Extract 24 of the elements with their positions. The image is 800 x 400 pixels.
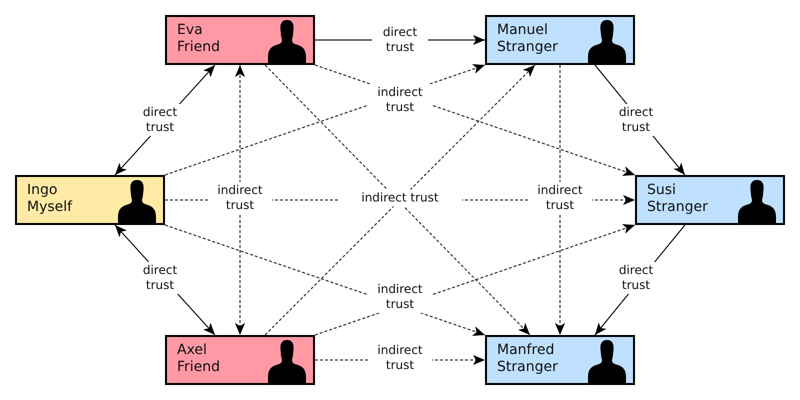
edge-label: indirect trust xyxy=(208,182,272,214)
person-role: Stranger xyxy=(647,199,708,216)
edge-label: indirect trust xyxy=(338,190,462,206)
person-name: Ingo xyxy=(27,182,58,199)
person-role: Friend xyxy=(177,359,220,376)
person-role: Myself xyxy=(27,199,72,216)
person-name: Manuel xyxy=(497,22,548,39)
person-card xyxy=(165,335,315,385)
person-name: Susi xyxy=(647,182,676,199)
person-name: Eva xyxy=(177,22,203,39)
person-role: Stranger xyxy=(497,359,558,376)
person-role: Stranger xyxy=(497,39,558,56)
arrow xyxy=(555,64,565,336)
person-card xyxy=(485,335,635,385)
person-role: Friend xyxy=(177,39,220,56)
person-card xyxy=(485,15,635,65)
arrow xyxy=(235,64,245,336)
person-card xyxy=(15,175,165,225)
person-name: Manfred xyxy=(497,342,554,359)
edge-label: indirect trust xyxy=(368,281,432,313)
person-card xyxy=(635,175,785,225)
person-name: Axel xyxy=(177,342,207,359)
edge-label: indirect trust xyxy=(528,182,592,214)
person-card xyxy=(165,15,315,65)
